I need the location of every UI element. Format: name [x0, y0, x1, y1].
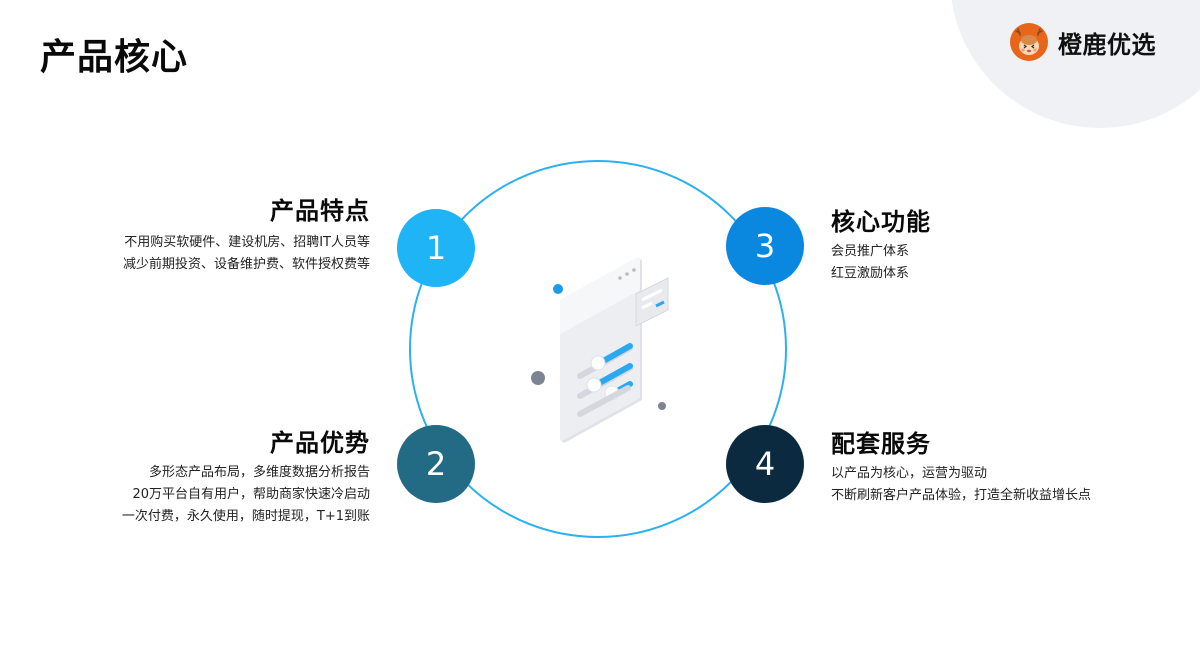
- block-line: 不用购买软硬件、建设机房、招聘IT人员等: [124, 235, 370, 250]
- block-line: 20万平台自有用户，帮助商家快速冷启动: [132, 487, 370, 502]
- block-title: 配套服务: [831, 430, 931, 458]
- step-circle-2: 2: [397, 425, 475, 503]
- feature-block-core-functions: 核心功能 会员推广体系 红豆激励体系: [831, 202, 931, 285]
- block-line: 一次付费，永久使用，随时提现，T+1到账: [121, 509, 370, 524]
- deer-mascot-icon: [1010, 23, 1048, 61]
- feature-block-support-services: 配套服务 以产品为核心，运营为驱动 不断刷新客户产品体验，打造全新收益增长点: [831, 424, 1091, 507]
- center-ring: [409, 160, 787, 538]
- block-line: 以产品为核心，运营为驱动: [831, 466, 988, 481]
- block-line: 不断刷新客户产品体验，打造全新收益增长点: [831, 488, 1092, 503]
- feature-block-product-advantages: 产品优势 多形态产品布局，多维度数据分析报告 20万平台自有用户，帮助商家快速冷…: [122, 423, 370, 528]
- brand-name: 橙鹿优选: [1058, 30, 1156, 59]
- page-title: 产品核心: [40, 37, 189, 78]
- block-title: 核心功能: [831, 208, 931, 236]
- step-circle-3: 3: [726, 207, 804, 285]
- settings-panel-sliders-icon: [520, 250, 690, 450]
- brand: 橙鹿优选: [1010, 23, 1156, 61]
- block-line: 多形态产品布局，多维度数据分析报告: [148, 465, 370, 480]
- block-title: 产品特点: [270, 197, 370, 225]
- block-line: 红豆激励体系: [831, 266, 910, 281]
- block-line: 减少前期投资、设备维护费、软件授权费等: [122, 257, 370, 272]
- step-circle-1: 1: [397, 209, 475, 287]
- step-circle-4: 4: [726, 425, 804, 503]
- block-line: 会员推广体系: [831, 244, 910, 259]
- block-title: 产品优势: [270, 429, 370, 457]
- feature-block-product-features: 产品特点 不用购买软硬件、建设机房、招聘IT人员等 减少前期投资、设备维护费、软…: [123, 191, 370, 276]
- corner-decoration: [950, 0, 1200, 128]
